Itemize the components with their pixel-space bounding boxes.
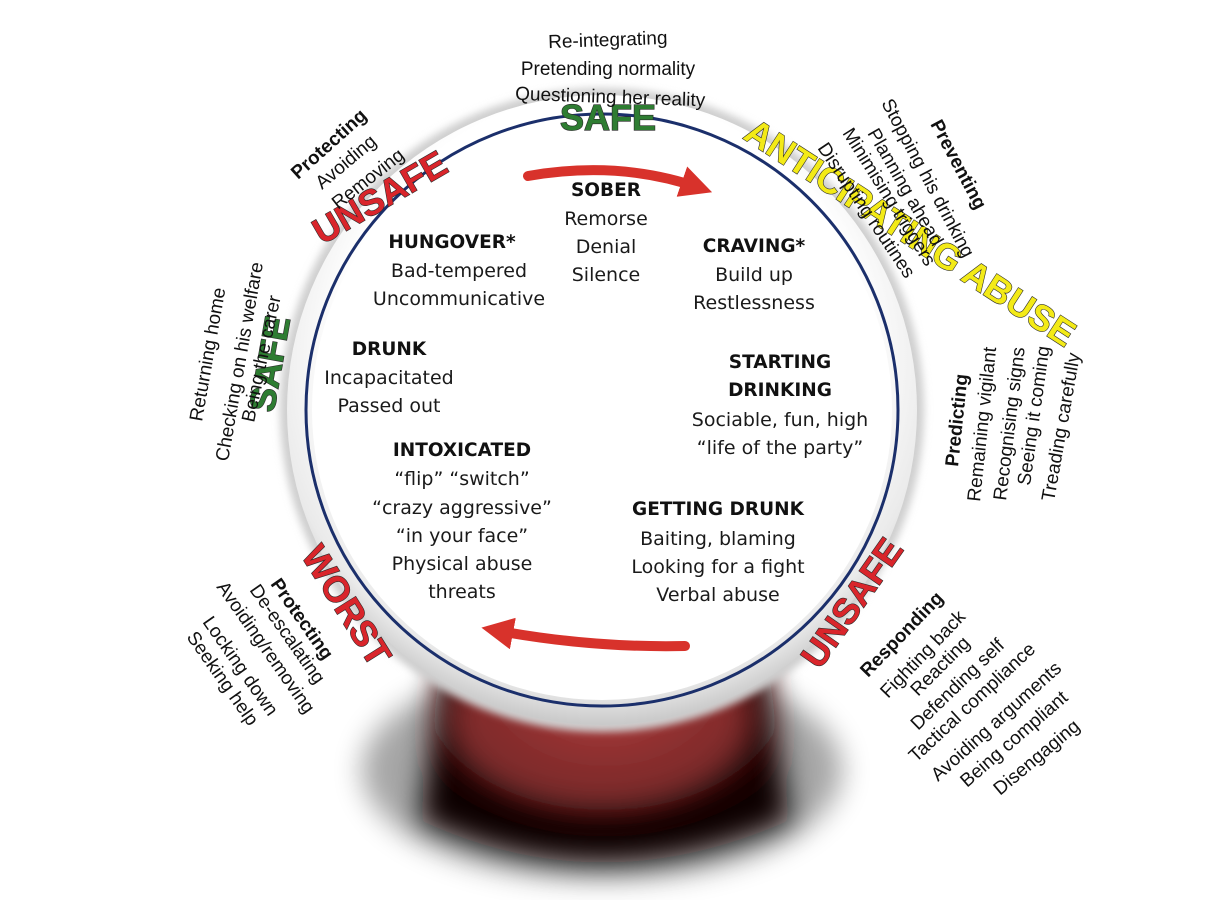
phase-sober: SOBER Remorse Denial Silence [564,180,648,286]
svg-text:Silence: Silence [572,264,641,286]
svg-text:Restlessness: Restlessness [693,292,815,314]
svg-text:Pretending normality: Pretending normality [521,59,696,80]
svg-text:HUNGOVER*: HUNGOVER* [388,232,516,253]
strategies-responding: Responding Fighting back Reacting Defend… [856,588,1084,800]
svg-text:CRAVING*: CRAVING* [703,236,806,257]
strategies-top: Re-integrating Pretending normality Ques… [515,28,706,111]
phase-starting-drinking: STARTING DRINKING Sociable, fun, high “l… [692,352,868,459]
svg-text:INTOXICATED: INTOXICATED [393,440,531,461]
svg-text:DRINKING: DRINKING [728,380,832,401]
svg-text:Looking for a fight: Looking for a fight [631,556,804,578]
strategies-left: Returning home Checking on his welfare B… [186,261,286,463]
svg-text:“life of the party”: “life of the party” [697,437,863,459]
svg-text:DRUNK: DRUNK [352,339,427,360]
svg-text:GETTING DRUNK: GETTING DRUNK [632,499,805,520]
svg-text:“flip” “switch”: “flip” “switch” [394,468,529,490]
cycle-arrow-bottom [481,617,690,652]
phase-intoxicated: INTOXICATED “flip” “switch” “crazy aggre… [372,440,552,603]
svg-text:Uncommunicative: Uncommunicative [373,288,545,310]
svg-text:Build up: Build up [715,264,793,286]
cycle-arrow-top [523,165,713,197]
svg-text:Baiting, blaming: Baiting, blaming [640,528,796,550]
strategies-predicting: Predicting Remaining vigilant Recognisin… [942,345,1085,503]
svg-text:Sociable, fun, high: Sociable, fun, high [692,409,868,431]
bottle-cap [280,88,924,732]
svg-text:Bad-tempered: Bad-tempered [391,260,527,282]
svg-text:Passed out: Passed out [338,395,441,417]
zone-safe-top: SAFE [560,97,656,138]
svg-text:STARTING: STARTING [729,352,831,373]
svg-text:Physical abuse: Physical abuse [392,553,533,575]
phase-craving: CRAVING* Build up Restlessness [693,236,815,314]
strategies-protecting-bottom: Protecting De-escalating Avoiding/removi… [182,575,337,730]
svg-text:Remorse: Remorse [564,208,648,230]
svg-text:Incapacitated: Incapacitated [324,367,453,389]
svg-text:Re-integrating: Re-integrating [548,28,668,53]
svg-text:“crazy aggressive”: “crazy aggressive” [372,497,552,519]
svg-text:“in your face”: “in your face” [396,525,528,547]
strategies-preventing: Preventing Stopping his drinking Plannin… [813,95,990,282]
phase-hungover: HUNGOVER* Bad-tempered Uncommunicative [373,232,545,310]
svg-text:Verbal abuse: Verbal abuse [656,584,779,606]
svg-text:Denial: Denial [576,236,637,258]
svg-text:SOBER: SOBER [571,180,641,201]
phase-getting-drunk: GETTING DRUNK Baiting, blaming Looking f… [631,499,804,606]
phase-drunk: DRUNK Incapacitated Passed out [324,339,453,417]
cap-rim-ring [304,112,900,708]
svg-text:threats: threats [428,581,496,603]
